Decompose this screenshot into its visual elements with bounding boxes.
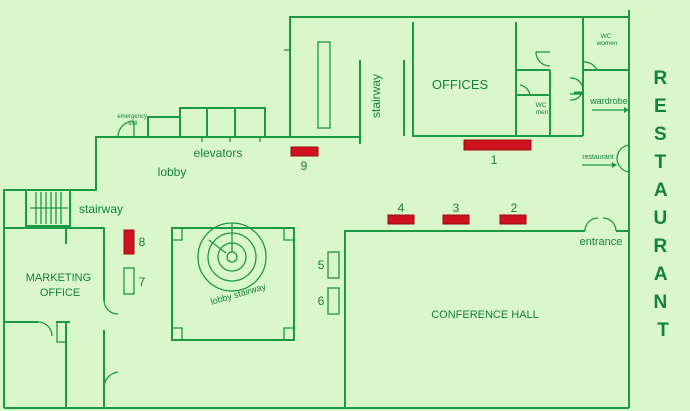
top-stairway	[284, 41, 361, 140]
booth-number-4: 4	[398, 201, 405, 215]
booth-4[interactable]	[387, 214, 415, 225]
left-stairway	[25, 189, 71, 227]
wc-men-label-line: men	[536, 109, 549, 116]
booth-number-8: 8	[139, 235, 146, 249]
lobby-label: lobby	[158, 165, 187, 179]
booth-1[interactable]	[463, 139, 532, 151]
restaurant-letter: N	[653, 292, 667, 313]
booth-number-6: 6	[318, 294, 325, 308]
elevators-label: elevators	[194, 146, 243, 160]
conference-hall-label: CONFERENCE HALL	[431, 309, 539, 321]
lobby-stairway	[171, 222, 295, 341]
booth-3[interactable]	[442, 214, 470, 225]
entrance-label: entrance	[580, 236, 623, 248]
conference-hall	[344, 140, 629, 408]
booth-number-5: 5	[318, 258, 325, 272]
offices-label: OFFICES	[432, 77, 489, 92]
wardrobe-label: wardrobe	[589, 96, 628, 106]
booth-9[interactable]	[290, 146, 319, 157]
restaurant-vertical-label: R E S T A U R A N T	[653, 68, 672, 341]
wc-men-label-line: WC	[536, 102, 547, 109]
marketing-office-label: MARKETING OFFICE	[26, 272, 94, 299]
emergency-exit-label: emergency exit	[117, 114, 148, 127]
restaurant-letter: U	[653, 208, 667, 229]
booth-6[interactable]	[327, 287, 340, 315]
booth-8[interactable]	[123, 229, 135, 255]
restaurant-letter: S	[654, 124, 667, 145]
stairway-left-label: stairway	[79, 202, 123, 216]
lobby-stairway-label: lobby stairway	[209, 281, 267, 306]
wc-women-label-line: WC	[601, 33, 612, 40]
booth-number-3: 3	[453, 201, 460, 215]
restaurant-letter: E	[654, 96, 667, 117]
stairway-top-label: stairway	[369, 74, 383, 118]
booth-number-1: 1	[491, 153, 498, 167]
marketing-office-line: OFFICE	[40, 287, 80, 299]
emergency-exit-line: emergency	[117, 114, 147, 120]
booth-5[interactable]	[327, 251, 340, 279]
restaurant-letter: R	[653, 68, 667, 89]
booth-number-9: 9	[301, 159, 308, 173]
restaurant-letter: T	[657, 320, 669, 341]
booth-group	[123, 139, 532, 315]
booth-7[interactable]	[123, 267, 135, 295]
wc-women-label-line: women	[596, 40, 618, 47]
offices-block	[403, 17, 630, 173]
restaurant-door-label: restaurant	[582, 154, 614, 161]
restaurant-letter: A	[654, 264, 668, 285]
marketing-office	[4, 227, 119, 408]
booth-number-2: 2	[511, 201, 518, 215]
elevators-block	[148, 108, 265, 142]
booth-numbers: 1 2 3 4 5 6 7 8 9	[139, 153, 518, 308]
wc-women-label: WC women	[596, 33, 618, 47]
emergency-exit-line: exit	[128, 121, 138, 127]
restaurant-letter: T	[655, 152, 667, 173]
wc-men-label: WC men	[536, 102, 549, 116]
restaurant-letter: R	[653, 236, 667, 257]
booth-2[interactable]	[499, 214, 527, 225]
marketing-office-line: MARKETING	[26, 272, 91, 284]
booth-number-7: 7	[139, 275, 146, 289]
restaurant-letter: A	[654, 180, 668, 201]
